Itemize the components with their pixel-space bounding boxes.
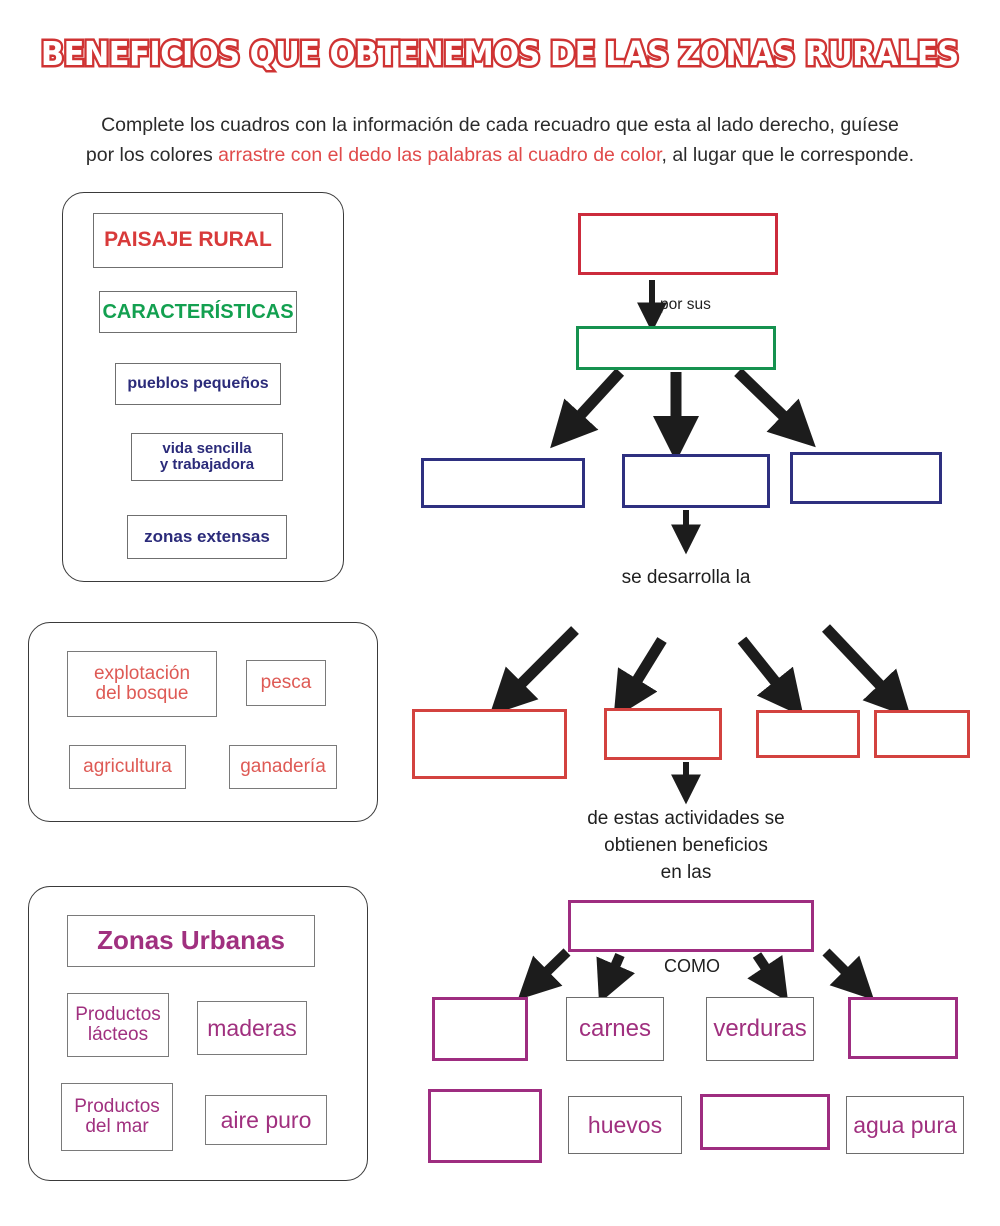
page-title-text: BENEFICIOS QUE OBTENEMOS DE LAS ZONAS RU…: [39, 32, 962, 76]
connector-label-por-sus: por sus: [660, 296, 711, 313]
connector-label-como: COMO: [664, 956, 720, 976]
answer-box-beneficio-1[interactable]: [432, 997, 528, 1061]
word-chip-ganaderia[interactable]: ganadería: [229, 745, 337, 789]
word-chip-vida-sencilla[interactable]: vida sencilla y trabajadora: [131, 433, 283, 481]
word-chip-pueblos-pequenos[interactable]: pueblos pequeños: [115, 363, 281, 405]
answer-box-paisaje-rural[interactable]: [578, 213, 778, 275]
word-chip-zonas-extensas[interactable]: zonas extensas: [127, 515, 287, 559]
filled-box-huevos[interactable]: huevos: [568, 1096, 682, 1154]
filled-box-agua-pura[interactable]: agua pura: [846, 1096, 964, 1154]
word-chip-productos-del-mar[interactable]: Productos del mar: [61, 1083, 173, 1151]
connector-label-se-desarrolla: se desarrolla la: [621, 567, 751, 588]
filled-box-verduras[interactable]: verduras: [706, 997, 814, 1061]
word-chip-caracteristicas[interactable]: CARACTERÍSTICAS: [99, 291, 297, 333]
arrow-urbanas-to-beneficio-1: [517, 948, 571, 1000]
instruction-line-1: Complete los cuadros con la información …: [101, 114, 899, 136]
answer-box-zonas-urbanas[interactable]: [568, 900, 814, 952]
word-chip-maderas[interactable]: maderas: [197, 1001, 307, 1055]
arrow-urbanas-to-beneficio-3: [747, 952, 789, 1002]
connector-label-beneficios: de estas actividades se obtienen benefic…: [587, 808, 785, 883]
answer-box-beneficio-5[interactable]: [428, 1089, 542, 1163]
answer-box-caracteristicas[interactable]: [576, 326, 776, 370]
arrow-to-actividad-2: [613, 637, 667, 719]
arrow-to-actividad-1: [489, 626, 579, 716]
answer-box-actividad-2[interactable]: [604, 708, 722, 760]
word-chip-paisaje-rural[interactable]: PAISAJE RURAL: [93, 213, 283, 268]
arrow-caracteristicas-to-navy-3: [734, 368, 816, 448]
answer-box-caracteristica-3[interactable]: [790, 452, 942, 504]
arrow-to-actividad-3: [737, 636, 804, 718]
instruction-line-2-suffix: , al lugar que le corresponde.: [661, 144, 915, 166]
word-bank-rural-landscape: PAISAJE RURAL CARACTERÍSTICAS pueblos pe…: [62, 192, 344, 582]
word-bank-activities: explotación del bosque pesca agricultura…: [28, 622, 378, 822]
answer-box-beneficio-4[interactable]: [848, 997, 958, 1059]
arrow-caracteristicas-to-navy-1: [550, 368, 625, 449]
filled-box-carnes[interactable]: carnes: [566, 997, 664, 1061]
answer-box-caracteristica-2[interactable]: [622, 454, 770, 508]
instructions: Complete los cuadros con la información …: [80, 110, 920, 170]
answer-box-actividad-3[interactable]: [756, 710, 860, 758]
answer-box-beneficio-7[interactable]: [700, 1094, 830, 1150]
answer-box-caracteristica-1[interactable]: [421, 458, 585, 508]
word-chip-explotacion-del-bosque[interactable]: explotación del bosque: [67, 651, 217, 717]
instruction-highlight: arrastre con el dedo las palabras al cua…: [218, 144, 662, 166]
answer-box-actividad-1[interactable]: [412, 709, 567, 779]
answer-box-actividad-4[interactable]: [874, 710, 970, 758]
word-chip-aire-puro[interactable]: aire puro: [205, 1095, 327, 1145]
arrow-urbanas-to-beneficio-2: [596, 953, 636, 1004]
word-chip-pesca[interactable]: pesca: [246, 660, 326, 706]
word-bank-urban-zones: Zonas Urbanas Productos lácteos maderas …: [28, 886, 368, 1181]
page-title: BENEFICIOS QUE OBTENEMOS DE LAS ZONAS RU…: [0, 32, 1000, 76]
word-chip-productos-lacteos[interactable]: Productos lácteos: [67, 993, 169, 1057]
word-chip-agricultura[interactable]: agricultura: [69, 745, 186, 789]
arrow-to-actividad-4: [822, 624, 912, 718]
arrow-urbanas-to-beneficio-4: [822, 948, 875, 1001]
instruction-line-2-prefix: por los colores: [85, 144, 219, 166]
word-chip-zonas-urbanas[interactable]: Zonas Urbanas: [67, 915, 315, 967]
